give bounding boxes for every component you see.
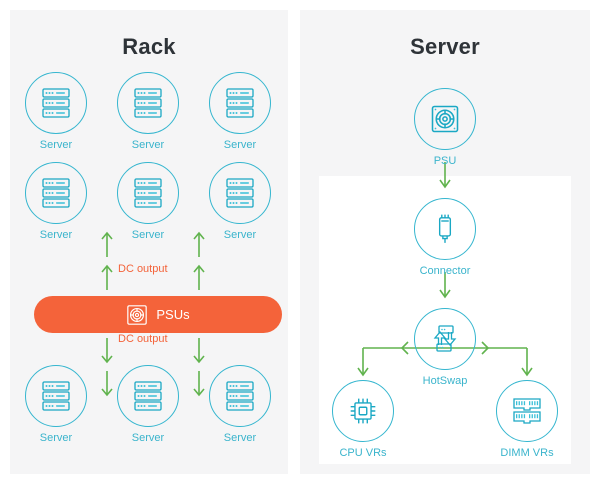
rack-server-mid-3[interactable]: Server xyxy=(207,162,273,241)
server-icon-glyph xyxy=(42,381,70,411)
server-icon xyxy=(25,365,87,427)
server-icon-glyph xyxy=(134,381,162,411)
rack-server-bottom-3-label: Server xyxy=(223,432,257,444)
server-node-cpu-vrs[interactable]: CPU VRs xyxy=(320,380,406,459)
server-icon xyxy=(117,162,179,224)
cpu-chip-icon xyxy=(350,398,376,424)
connector-icon xyxy=(438,214,452,243)
server-icon-glyph xyxy=(226,178,254,208)
rack-panel-title: Rack xyxy=(122,34,176,59)
server-panel: Server xyxy=(300,10,590,474)
rack-server-mid-2[interactable]: Server xyxy=(115,162,181,241)
server-icon-glyph xyxy=(226,88,254,118)
server-icon-glyph xyxy=(134,178,162,208)
server-icon xyxy=(25,72,87,134)
server-icon xyxy=(117,72,179,134)
server-icon xyxy=(25,162,87,224)
server-icon xyxy=(209,162,271,224)
rack-server-bottom-2[interactable]: Server xyxy=(115,365,181,444)
server-node-psu-label: PSU xyxy=(433,155,457,167)
rack-server-mid-1-label: Server xyxy=(39,229,73,241)
server-node-connector-label: Connector xyxy=(419,265,471,277)
dc-output-label-up: DC output xyxy=(118,263,168,275)
server-icon-glyph xyxy=(42,178,70,208)
rack-server-top-3[interactable]: Server xyxy=(207,72,273,151)
psus-bar[interactable]: PSUs xyxy=(34,296,282,333)
server-node-hotswap[interactable]: HotSwap xyxy=(402,308,488,387)
rack-server-mid-2-label: Server xyxy=(131,229,165,241)
server-node-connector[interactable]: Connector xyxy=(402,198,488,277)
server-icon-glyph xyxy=(134,88,162,118)
cpu-circle xyxy=(332,380,394,442)
server-panel-title: Server xyxy=(410,34,480,59)
server-icon xyxy=(209,72,271,134)
hotswap-icon xyxy=(433,325,457,352)
rack-server-top-2[interactable]: Server xyxy=(115,72,181,151)
server-icon xyxy=(209,365,271,427)
psu-fan-icon xyxy=(431,105,459,133)
rack-server-top-2-label: Server xyxy=(131,139,165,151)
server-icon xyxy=(117,365,179,427)
rack-server-mid-1[interactable]: Server xyxy=(23,162,89,241)
server-node-cpu-vrs-label: CPU VRs xyxy=(339,447,387,459)
server-node-dimm-vrs[interactable]: DIMM VRs xyxy=(484,380,570,459)
rack-server-bottom-3[interactable]: Server xyxy=(207,365,273,444)
rack-panel: Rack xyxy=(10,10,288,474)
psu-fan-icon xyxy=(127,304,148,325)
rack-server-top-1-label: Server xyxy=(39,139,73,151)
dimm-circle xyxy=(496,380,558,442)
rack-server-mid-3-label: Server xyxy=(223,229,257,241)
server-node-dimm-vrs-label: DIMM VRs xyxy=(500,447,554,459)
server-icon-glyph xyxy=(226,381,254,411)
server-icon-glyph xyxy=(42,88,70,118)
connector-circle xyxy=(414,198,476,260)
rack-server-bottom-1[interactable]: Server xyxy=(23,365,89,444)
rack-server-bottom-1-label: Server xyxy=(39,432,73,444)
rack-server-top-3-label: Server xyxy=(223,139,257,151)
dimm-icon xyxy=(513,398,541,424)
rack-server-bottom-2-label: Server xyxy=(131,432,165,444)
psus-bar-label: PSUs xyxy=(156,307,190,322)
dc-output-label-down: DC output xyxy=(118,333,168,345)
psu-circle xyxy=(414,88,476,150)
hotswap-circle xyxy=(414,308,476,370)
server-node-hotswap-label: HotSwap xyxy=(422,375,468,387)
rack-server-top-1[interactable]: Server xyxy=(23,72,89,151)
server-node-psu[interactable]: PSU xyxy=(412,88,478,167)
